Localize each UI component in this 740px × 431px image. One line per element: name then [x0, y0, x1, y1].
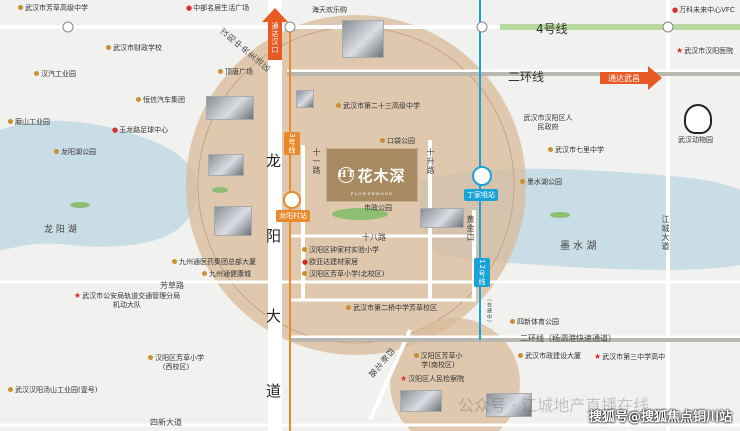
poi-label: ●欧亚达建材家居	[302, 258, 359, 266]
poi-label: 武汉汉阳汤山工业园(壹号)	[8, 386, 97, 395]
ring-road	[287, 72, 740, 342]
station-dingjia-label: 丁家咀站	[464, 189, 498, 201]
poi-label: 武汉市第二桥中学芳草校区	[346, 304, 437, 313]
road-sixin: 四新大道	[150, 418, 182, 427]
poi-label: 武汉市财政学校	[106, 44, 162, 53]
to-hankou-label: 通达汉口	[271, 22, 279, 54]
green-patch	[70, 202, 90, 208]
building-thumb	[208, 154, 244, 176]
poi-label: 汉阳区芳草小学(西校区)	[146, 354, 206, 372]
poi-label: 九州通医药集团总部大厦	[172, 258, 256, 267]
road-line4: 4号线	[536, 22, 568, 36]
poi-label: ●玉龙路足球中心	[112, 126, 169, 134]
poi-label: ★汉阳区人民检察院	[400, 374, 465, 383]
poi-label: ●万科未来中心VFC	[672, 6, 735, 14]
station-haitian	[284, 21, 296, 33]
poi-label: 磨山工业园	[8, 118, 50, 127]
poi-label: 汉汽工业园	[34, 70, 76, 79]
poi-label: 口袋公园	[380, 137, 415, 146]
project-name: 花木深	[357, 166, 406, 185]
road-jiangcheng: 江城大道	[661, 215, 670, 251]
poi-label: 武汉市第二十三高级中学	[336, 102, 420, 111]
longyang-char-2: 阳	[266, 227, 282, 245]
road-shiyi: 十一路	[312, 148, 321, 175]
poi-label: 四新体育公园	[510, 318, 559, 327]
poi-label: 恒信汽车集团	[136, 96, 185, 105]
longyang-lake	[0, 120, 198, 251]
poi-label: 武汉市汉阳区人民政府	[523, 114, 573, 131]
line12-tag: 12号线	[474, 258, 490, 287]
green-patch	[550, 212, 570, 218]
arrow-to-hankou	[262, 8, 288, 60]
line3-tag: 3号线	[284, 132, 300, 156]
poi-label: 武汉市芳草高级中学	[18, 4, 88, 13]
poi-label: 汉阳区芳草小学(北校区)	[302, 270, 384, 279]
longyang-char-3: 大	[266, 307, 282, 325]
poi-label: ●中部名居生活广场	[186, 4, 250, 12]
poi-label: ★武汉市第三中学高中	[594, 352, 666, 361]
poi-label: ★武汉市汉阳医院	[676, 46, 734, 55]
road-huangzhi: 黄金口	[466, 215, 475, 242]
project-mark: HT	[338, 167, 355, 183]
building-thumb	[214, 206, 252, 236]
poi-label: 武汉市七里中学	[548, 146, 604, 155]
station-longyang-label: 龙阳村站	[276, 210, 310, 222]
longyang-char-4: 道	[266, 382, 282, 400]
green-patch	[212, 187, 228, 193]
road-ring2: 二环线	[508, 70, 545, 84]
poi-label: 顶唐广场	[218, 68, 253, 77]
line12-note: （在建中）	[486, 296, 492, 326]
station-west	[62, 21, 74, 33]
panda-icon	[684, 104, 712, 134]
credit: 搜狐号@搜狐焦点铜川站	[588, 410, 732, 425]
road-shiba: 十八路	[362, 233, 386, 242]
arrow-to-wuchang	[600, 66, 662, 90]
building-thumb	[342, 20, 384, 58]
poi-label: 武汉动物园	[678, 136, 713, 144]
to-wuchang-label: 通达武昌	[608, 74, 640, 83]
watermark: 公众号 · 江城地产直播在线	[458, 396, 650, 415]
longyang-lake-label: 龙 阳 湖	[44, 225, 77, 235]
poi-label: 汉阳区芳草小学(南校区)	[412, 352, 464, 370]
poi-label: 龙阳湖公园	[54, 148, 96, 157]
station-dingjia	[472, 166, 492, 186]
longyang-char-1: 龙	[266, 152, 282, 170]
project-sub: FLOWERWOOD	[350, 191, 394, 196]
poi-label: 九州通健康城	[202, 270, 251, 279]
poi-label: 武汉市政建设大厦	[518, 352, 581, 361]
poi-label: 市政公园	[364, 204, 392, 212]
building-thumb	[486, 393, 532, 417]
station-line4-b	[662, 21, 674, 33]
station-line4-a	[476, 21, 488, 33]
green-patch	[332, 208, 388, 220]
poi-label: 汉阳区钟家村实验小学	[302, 246, 379, 255]
building-thumb	[420, 208, 464, 228]
building-thumb	[296, 90, 314, 108]
station-longyang	[283, 191, 301, 209]
road-jiazhou: 芳草路	[160, 281, 184, 290]
poi-label: 墨水湖公园	[520, 178, 562, 187]
road-ring2-upper: 二环线（杨泗港快速通道）	[520, 334, 616, 343]
project-logo: HT 花木深 FLOWERWOOD	[326, 148, 418, 202]
poi-label: 海天欢乐购	[312, 6, 347, 14]
building-thumb	[400, 390, 442, 412]
poi-label: ★武汉市公安局轨道交通管理分局机动大队	[73, 291, 181, 309]
road-shisheng: 十升路	[426, 148, 435, 175]
moshui-lake-label: 墨 水 湖	[560, 241, 597, 252]
building-thumb	[206, 96, 254, 120]
